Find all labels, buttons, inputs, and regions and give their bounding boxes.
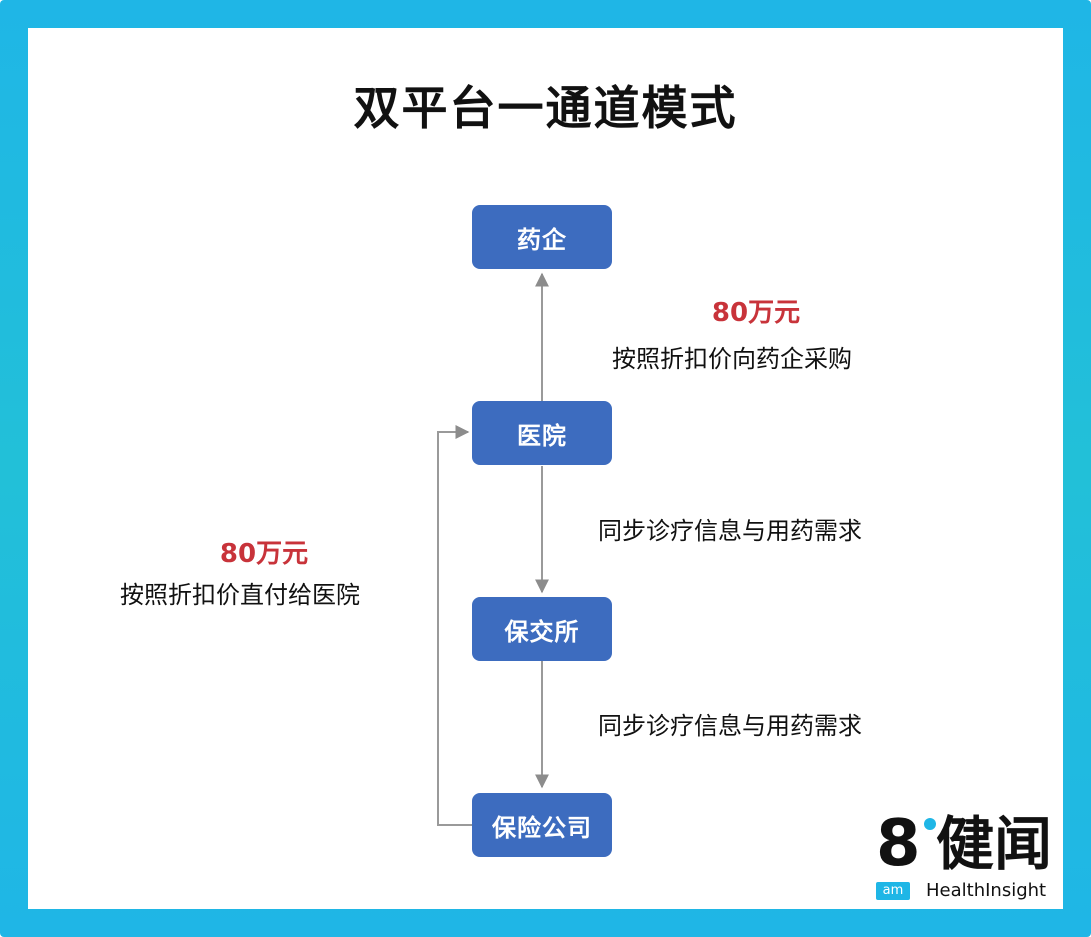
label-insurer-to-hospital: 按照折扣价直付给医院 [120, 581, 360, 609]
node-insurer: 保险公司 [472, 793, 612, 857]
node-pharma: 药企 [472, 205, 612, 269]
content-panel [28, 28, 1063, 909]
label-exchange-to-insurer: 同步诊疗信息与用药需求 [598, 712, 862, 740]
amount-hospital-to-pharma: 80万元 [711, 298, 801, 328]
amount-insurer-to-hospital: 80万元 [219, 539, 309, 569]
diagram-title: 双平台一通道模式 [353, 81, 738, 135]
healthinsight-logo: 8 健闻 am HealthInsight [876, 812, 1056, 904]
node-hospital: 医院 [472, 401, 612, 465]
logo-badge: am [876, 882, 910, 900]
logo-english-name: HealthInsight [926, 880, 1047, 901]
logo-dot-icon [924, 818, 936, 830]
node-exchange: 保交所 [472, 597, 612, 661]
arrow-insurer-to-hospital [437, 425, 472, 826]
label-hospital-to-exchange: 同步诊疗信息与用药需求 [598, 517, 862, 545]
label-hospital-to-pharma: 按照折扣价向药企采购 [612, 345, 852, 373]
logo-mark: 8 [876, 807, 921, 881]
logo-chinese-name: 健闻 [936, 810, 1053, 878]
